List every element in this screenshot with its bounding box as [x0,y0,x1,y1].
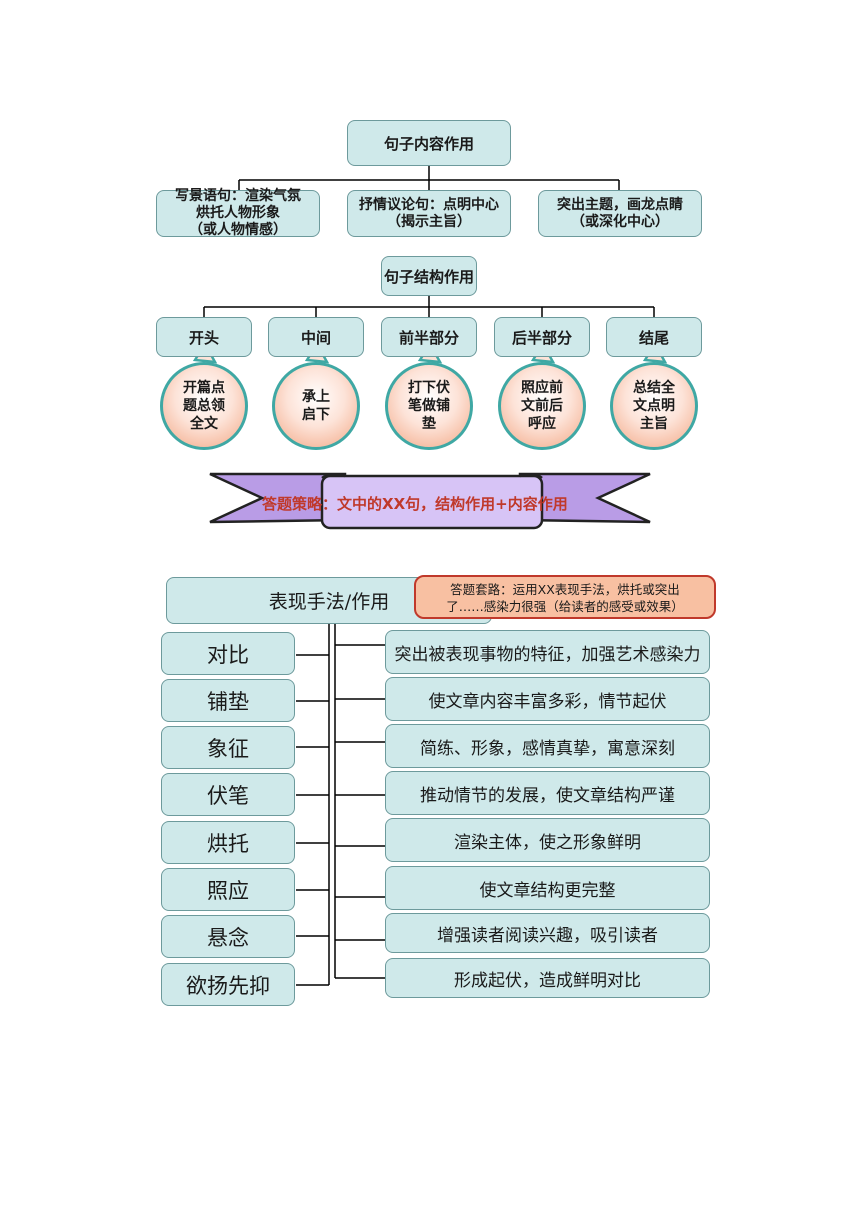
technique-suspense: 悬念 [161,915,295,958]
structure-child-start: 开头 [156,317,252,357]
structure-child-second-half: 后半部分 [494,317,590,357]
structure-child-end: 结尾 [606,317,702,357]
bubble-first-half: 打下伏 笔做铺 垫 [385,362,473,450]
content-role-root: 句子内容作用 [347,120,511,166]
effect-contrast-setoff: 渲染主体，使之形象鲜明 [385,818,710,862]
structure-child-first-half: 前半部分 [381,317,477,357]
bubble-end: 总结全 文点明 主旨 [610,362,698,450]
technique-symbolism: 象征 [161,726,295,769]
effect-foreshadow-setup: 使文章内容丰富多彩，情节起伏 [385,677,710,721]
bubble-middle: 承上 启下 [272,362,360,450]
structure-child-middle: 中间 [268,317,364,357]
technique-foreshadow-setup: 铺垫 [161,679,295,722]
structure-role-root: 句子结构作用 [381,256,477,296]
strategy-banner-text: 答题策略：文中的XX句，结构作用+内容作用 [262,495,568,513]
content-child-lyrical: 抒情议论句：点明中心 （揭示主旨） [347,190,511,237]
technique-echo: 照应 [161,868,295,911]
technique-foreshadowing: 伏笔 [161,773,295,816]
effect-echo: 使文章结构更完整 [385,866,710,910]
effect-praise-after-criticism: 形成起伏，造成鲜明对比 [385,958,710,998]
content-child-theme: 突出主题，画龙点睛 （或深化中心） [538,190,702,237]
strategy-banner [209,472,651,530]
answer-template-callout: 答题套路：运用XX表现手法，烘托或突出 了……感染力很强（给读者的感受或效果） [414,575,716,619]
effect-contrast: 突出被表现事物的特征，加强艺术感染力 [385,630,710,674]
technique-praise-after-criticism: 欲扬先抑 [161,963,295,1006]
effect-foreshadowing: 推动情节的发展，使文章结构严谨 [385,771,710,815]
effect-suspense: 增强读者阅读兴趣，吸引读者 [385,913,710,953]
bubble-second-half: 照应前 文前后 呼应 [498,362,586,450]
content-child-scenery: 写景语句：渲染气氛 烘托人物形象 （或人物情感） [156,188,320,238]
bubble-start: 开篇点 题总领 全文 [160,362,248,450]
effect-symbolism: 简练、形象，感情真挚，寓意深刻 [385,724,710,768]
technique-contrast-setoff: 烘托 [161,821,295,864]
technique-contrast: 对比 [161,632,295,675]
